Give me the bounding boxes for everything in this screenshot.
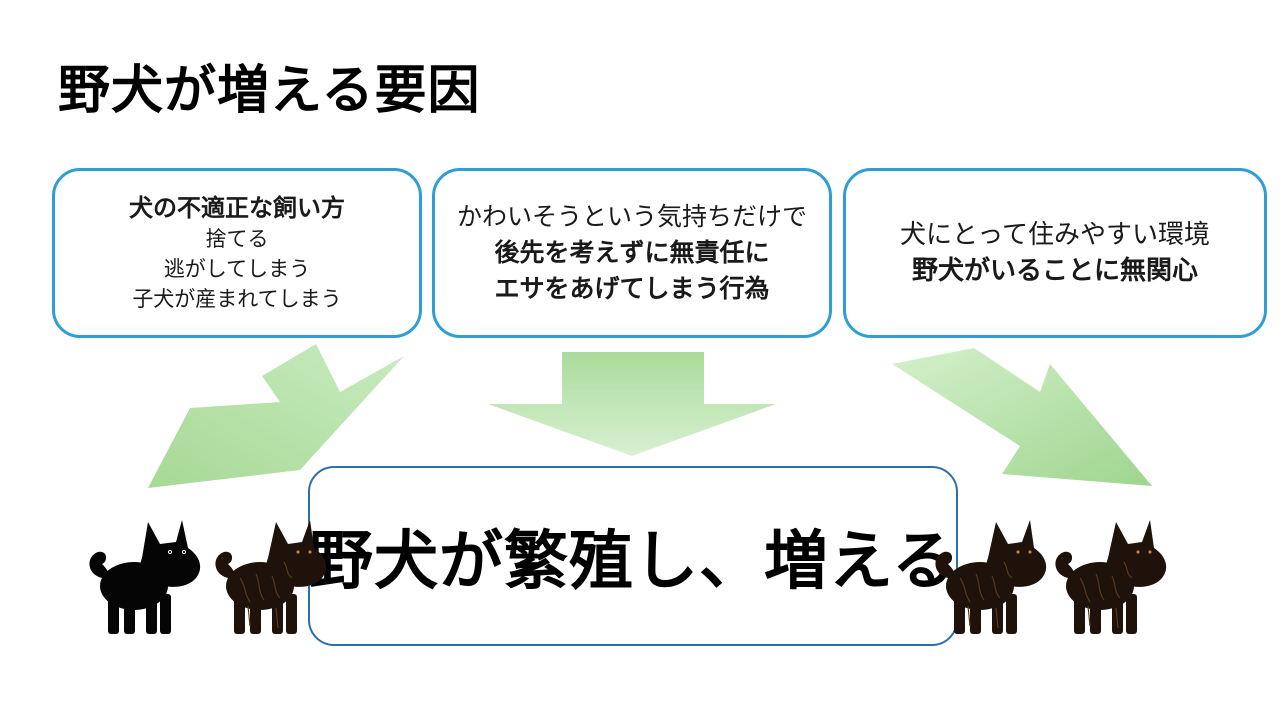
cause-box-environment: 犬にとって住みやすい環境 野犬がいることに無関心 xyxy=(843,168,1267,338)
brindle-dog-icon xyxy=(935,520,1047,634)
cause-detail: 捨てる xyxy=(205,227,269,251)
cause-box-improper-keeping: 犬の不適正な飼い方 捨てる 逃がしてしまう 子犬が産まれてしまう xyxy=(52,168,422,338)
cause-heading: 犬の不適正な飼い方 xyxy=(129,194,345,222)
black-dog-icon xyxy=(89,520,201,634)
cause-detail: かわいそうという気持ちだけで xyxy=(456,202,807,231)
result-text: 野犬が繁殖し、増える xyxy=(308,525,958,599)
brindle-dog-icon xyxy=(215,520,327,634)
cause-detail: 犬にとって住みやすい環境 xyxy=(900,220,1210,250)
page-title: 野犬が増える要因 xyxy=(58,61,481,121)
cause-emphasis: エサをあげてしまう行為 xyxy=(494,274,770,303)
arrow-left-icon xyxy=(148,344,404,488)
cause-emphasis: 後先を考えずに無責任に xyxy=(494,238,770,267)
cause-box-irresponsible-feeding: かわいそうという気持ちだけで 後先を考えずに無責任に エサをあげてしまう行為 xyxy=(432,168,832,338)
arrow-right-icon xyxy=(892,348,1152,486)
cause-detail: 逃がしてしまう xyxy=(163,257,311,281)
cause-emphasis: 野犬がいることに無関心 xyxy=(911,256,1198,286)
result-box: 野犬が繁殖し、増える xyxy=(308,466,958,646)
arrow-down-icon xyxy=(488,352,776,456)
cause-detail: 子犬が産まれてしまう xyxy=(132,287,342,311)
brindle-dog-icon xyxy=(1055,520,1167,634)
